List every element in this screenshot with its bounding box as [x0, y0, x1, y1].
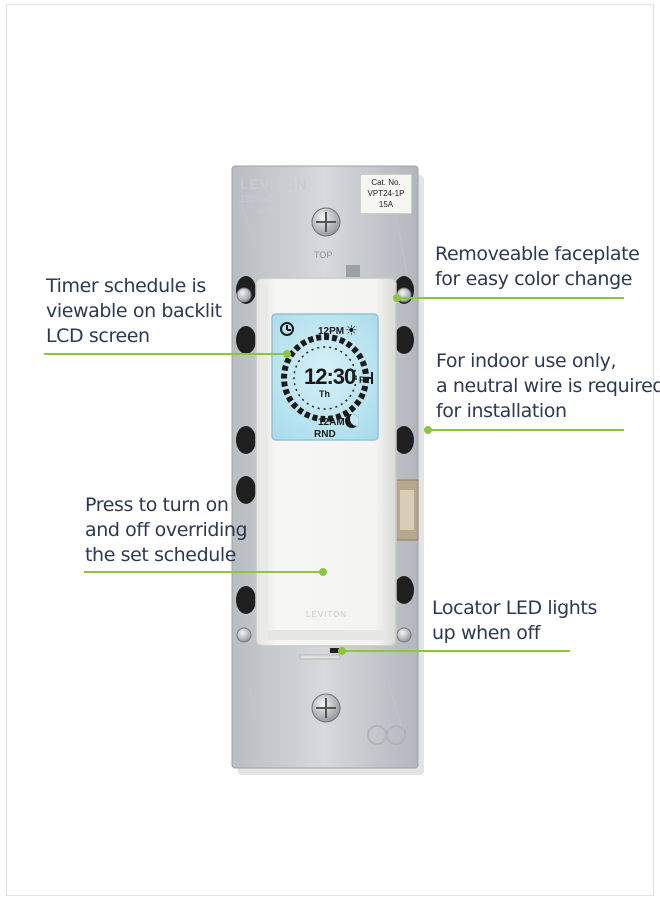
callout-faceplate: Removeable faceplate for easy color chan…: [435, 242, 640, 292]
callout-lcd-line1: Timer schedule is: [46, 275, 206, 297]
plate-brand: LEVITON: [240, 176, 308, 192]
plate-rating-voltage: 120VAC: [240, 194, 273, 204]
toggle-paddle-button[interactable]: [268, 446, 384, 626]
callout-neutral-line3: for installation: [436, 400, 567, 422]
callout-faceplate-line1: Removeable faceplate: [435, 243, 640, 265]
callout-lcd: Timer schedule is viewable on backlit LC…: [46, 274, 222, 349]
callout-press-line2: and off overriding: [85, 519, 248, 541]
callout-locator-line2: up when off: [432, 622, 541, 644]
locator-led: [330, 648, 344, 653]
callout-press-line1: Press to turn on: [85, 494, 229, 516]
callout-neutral-line1: For indoor use only,: [436, 350, 617, 372]
plate-rating-frequency: 60Hz: [258, 206, 280, 216]
clock-icon: [280, 322, 294, 336]
callout-faceplate-line2: for easy color change: [435, 268, 633, 290]
lcd-clock-display: 12:30: [304, 364, 356, 389]
callout-locator-line1: Locator LED lights: [432, 597, 597, 619]
catalog-label-line2: VPT24-1P: [367, 189, 405, 198]
callout-lcd-line2: viewable on backlit: [46, 300, 222, 322]
image-frame: [6, 4, 654, 896]
lcd-ampm: P: [359, 375, 366, 385]
callout-neutral-line2: a neutral wire is required: [436, 375, 660, 397]
callout-lcd-line3: LCD screen: [46, 325, 150, 347]
moon-icon: [345, 414, 359, 428]
catalog-label-line3: 15A: [378, 200, 394, 209]
lcd-day: Th: [319, 389, 330, 399]
callout-press: Press to turn on and off overriding the …: [85, 493, 248, 568]
top-marking: TOP: [314, 250, 333, 260]
callout-locator: Locator LED lights up when off: [432, 596, 597, 646]
lcd-top-time: 12PM: [318, 326, 345, 337]
catalog-label-line1: Cat. No.: [371, 178, 401, 187]
callout-press-line3: the set schedule: [85, 544, 237, 566]
lcd-bottom-time: 12AM: [318, 417, 345, 428]
sun-icon: ☀: [345, 322, 358, 338]
lcd-mode: RND: [314, 429, 336, 440]
catalog-label: Cat. No. VPT24-1P 15A: [360, 174, 412, 214]
paddle-brand: LEVITON: [306, 610, 348, 619]
callout-neutral: For indoor use only, a neutral wire is r…: [436, 349, 660, 424]
